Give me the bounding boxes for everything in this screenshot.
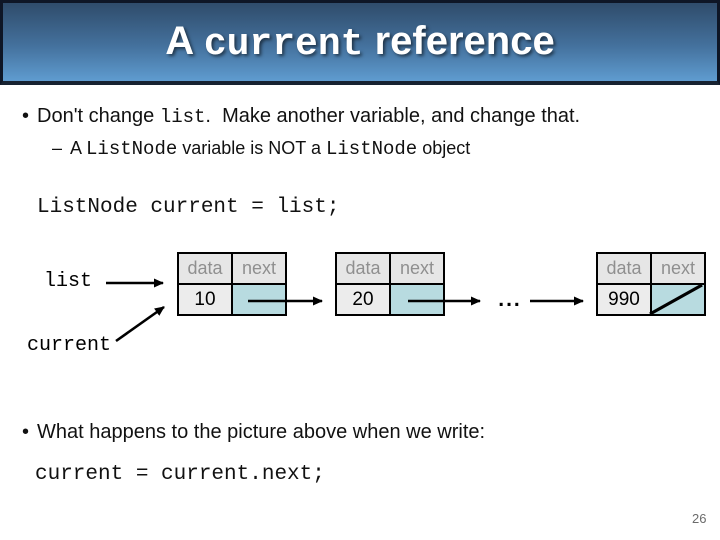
code-listnode-current-equals-list: ListNode current = list; xyxy=(37,196,340,219)
slide-header: A current reference xyxy=(0,0,720,85)
bullet1-code-list: list xyxy=(159,106,206,128)
linked-list-node-2: data next 20 xyxy=(335,252,445,316)
subbullet-seg3: object xyxy=(417,138,471,158)
subbullet-seg1: A xyxy=(70,138,87,158)
node3-data-header: data xyxy=(598,254,650,283)
subbullet-listnode-variable: –A ListNode variable is NOT a ListNode o… xyxy=(52,138,470,160)
bullet2-text: What happens to the picture above when w… xyxy=(37,421,486,443)
node3-next-null-cell xyxy=(652,285,704,314)
bullet1-text-post: . Make another variable, and change that… xyxy=(205,105,581,127)
ellipsis-between-nodes: ... xyxy=(498,288,522,311)
page-number: 26 xyxy=(692,511,707,526)
current-variable-label: current xyxy=(27,334,112,357)
node2-data-header: data xyxy=(337,254,389,283)
node1-next-header: next xyxy=(233,254,285,283)
code-current-equals-current-next: current = current.next; xyxy=(35,463,325,486)
title-text-2: reference xyxy=(363,18,555,63)
node1-data-value: 10 xyxy=(179,285,231,314)
node3-data-value: 990 xyxy=(598,285,650,314)
bullet-what-happens: • What happens to the picture above when … xyxy=(22,421,485,444)
node2-next-header: next xyxy=(391,254,443,283)
linked-list-node-1: data next 10 xyxy=(177,252,287,316)
subbullet-seg2: variable is NOT a xyxy=(177,138,326,158)
bullet-glyph: • xyxy=(22,105,30,127)
dash-glyph: – xyxy=(52,138,63,158)
arrow-current-to-node1 xyxy=(115,305,165,343)
title-text-1: A xyxy=(165,18,204,63)
bullet-glyph-2: • xyxy=(22,421,30,443)
bullet-dont-change-list: • Don't change list. Make another variabl… xyxy=(22,105,580,128)
node1-data-header: data xyxy=(179,254,231,283)
node2-data-value: 20 xyxy=(337,285,389,314)
list-variable-label: list xyxy=(44,270,93,293)
subbullet-code-2: ListNode xyxy=(325,138,418,160)
subbullet-code-1: ListNode xyxy=(86,138,178,160)
node3-next-header: next xyxy=(652,254,704,283)
node1-next-cell xyxy=(233,285,285,314)
slide-title: A current reference xyxy=(165,21,554,64)
node2-next-cell xyxy=(391,285,443,314)
linked-list-node-3: data next 990 xyxy=(596,252,706,316)
title-code-word: current xyxy=(203,22,364,66)
bullet1-text-pre: Don't change xyxy=(37,105,160,127)
